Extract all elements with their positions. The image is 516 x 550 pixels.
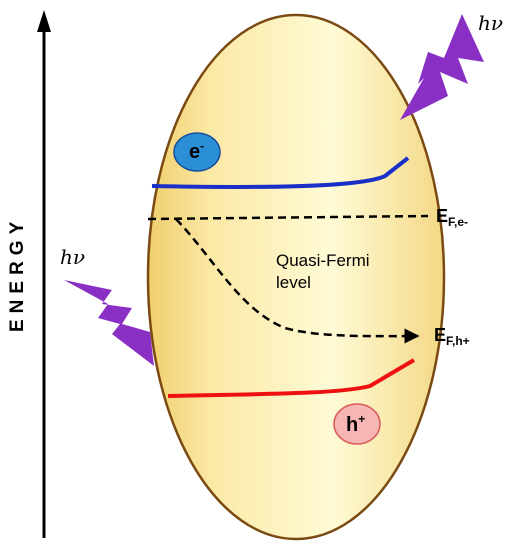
hole-fermi-level-label: EF,h+ (434, 325, 470, 348)
photon-label-top: hν (478, 11, 503, 35)
electron-superscript: - (200, 139, 204, 153)
energy-axis-label: ENERGY (7, 216, 28, 332)
hole-fermi-level-subscript: F,h+ (446, 334, 470, 348)
electron-fermi-level-label: EF,e- (436, 206, 468, 229)
photon-label-left: hν (60, 245, 85, 269)
hole-badge-circle (333, 403, 381, 445)
photon-bolt-top-icon (400, 14, 484, 120)
energy-axis-arrowhead (37, 10, 51, 32)
hole-superscript: + (358, 412, 365, 426)
electron-fermi-level-subscript: F,e- (448, 215, 468, 229)
hole-symbol: h+ (346, 412, 365, 436)
electron-badge: e- (173, 132, 221, 172)
electron-symbol: e- (189, 139, 204, 163)
electron-badge-circle (173, 132, 221, 172)
conduction-band-line (151, 156, 410, 189)
valence-band-line (167, 358, 416, 398)
hole-quasi-fermi-curve (175, 218, 420, 344)
photon-bolt-left-icon (64, 280, 154, 366)
quasi-fermi-label-line1: Quasi-Fermi (276, 251, 370, 270)
hole-badge: h+ (333, 403, 381, 445)
electron-quasi-fermi-line (147, 214, 429, 221)
quasi-fermi-label-line2: level (276, 273, 311, 292)
